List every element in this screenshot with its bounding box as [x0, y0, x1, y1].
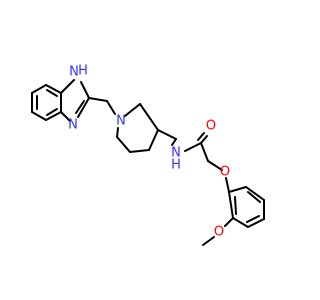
bond — [80, 81, 90, 99]
bond — [46, 108, 58, 116]
molecule-diagram: H N N N N H O O O — [31, 64, 265, 246]
atom-label-o: O — [206, 119, 216, 134]
bond — [247, 191, 261, 203]
bond — [184, 142, 202, 152]
bond — [124, 103, 141, 117]
bond — [228, 186, 247, 193]
atom-label-o: O — [214, 225, 224, 240]
atom-labels: H N N N N H O O O — [68, 64, 230, 240]
bond — [200, 142, 209, 162]
atom-label-h: H — [78, 64, 88, 79]
bond — [106, 100, 116, 115]
bond — [157, 129, 177, 140]
atom-label-h: H — [171, 158, 181, 173]
bond — [75, 100, 85, 114]
bond — [88, 97, 108, 102]
bond — [200, 135, 208, 144]
atom-label-n: N — [171, 146, 181, 161]
bond — [46, 89, 58, 97]
bond — [224, 217, 234, 227]
atom-label-n: N — [116, 114, 126, 129]
bond — [207, 160, 223, 171]
bond — [171, 138, 177, 146]
bond — [232, 217, 249, 228]
bond — [246, 215, 260, 223]
bond — [45, 84, 62, 94]
atom-label-n: N — [68, 118, 78, 133]
bond — [245, 186, 265, 201]
bond — [77, 97, 90, 118]
structure-drawing: H N N N N H O O O — [31, 64, 265, 246]
bond — [31, 84, 47, 94]
bond — [60, 79, 75, 94]
bond — [116, 136, 131, 153]
bond — [228, 191, 234, 219]
bond — [148, 129, 159, 151]
bond — [247, 218, 265, 228]
bond — [129, 149, 150, 153]
atom-label-n: N — [69, 65, 79, 80]
bond — [197, 132, 205, 141]
bond — [45, 111, 62, 121]
bond — [234, 196, 237, 215]
bond — [225, 177, 230, 193]
bond — [31, 111, 47, 121]
bond — [139, 103, 159, 131]
bond — [202, 236, 215, 246]
atom-label-o: O — [220, 165, 230, 180]
bond — [60, 111, 71, 122]
bonds — [31, 79, 265, 246]
bond — [116, 127, 119, 138]
